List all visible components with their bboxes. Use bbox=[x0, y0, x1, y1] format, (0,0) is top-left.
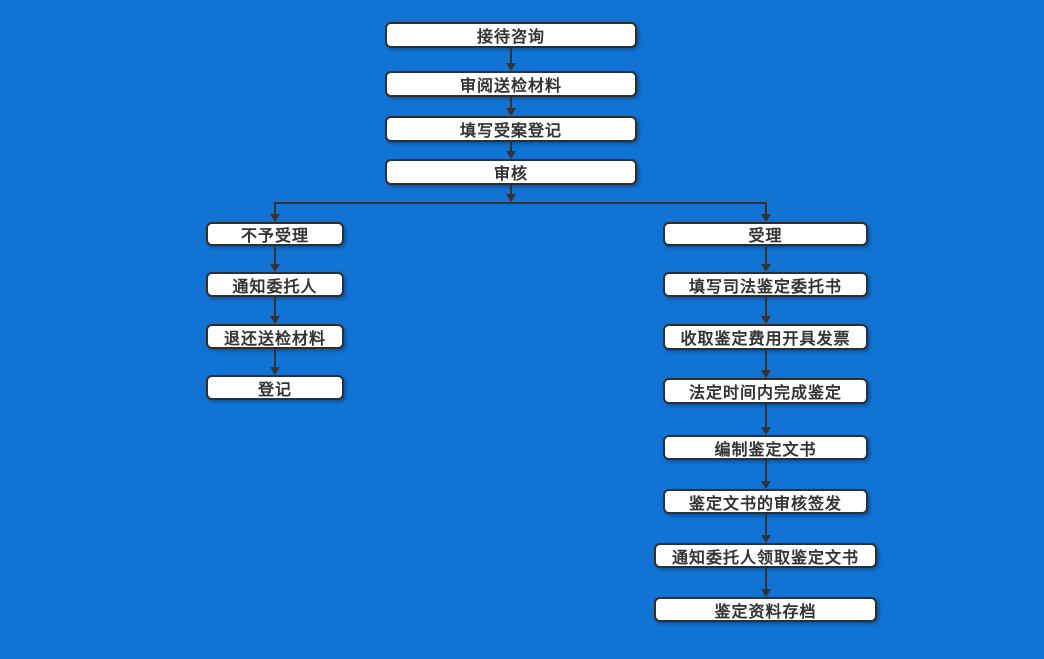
branch-connector-line bbox=[274, 202, 767, 204]
flow-arrow bbox=[269, 246, 281, 272]
node-register: 登记 bbox=[206, 375, 344, 400]
flow-arrow bbox=[505, 142, 517, 159]
flow-arrow bbox=[760, 246, 772, 272]
node-return-materials: 退还送检材料 bbox=[206, 324, 344, 349]
flow-arrow bbox=[505, 97, 517, 116]
node-not-accepted: 不予受理 bbox=[206, 222, 344, 246]
node-complete-within-legal-time: 法定时间内完成鉴定 bbox=[663, 378, 868, 404]
node-prepare-appraisal-documents: 编制鉴定文书 bbox=[663, 435, 868, 460]
flow-arrow bbox=[269, 349, 281, 375]
flow-arrow bbox=[760, 350, 772, 378]
flow-arrow bbox=[760, 514, 772, 543]
flow-arrow bbox=[505, 48, 517, 71]
arrow-head-icon bbox=[761, 370, 771, 378]
node-review-sign-documents: 鉴定文书的审核签发 bbox=[663, 489, 868, 514]
node-fill-case-registration: 填写受案登记 bbox=[385, 116, 637, 142]
flow-arrow bbox=[760, 404, 772, 435]
flow-arrow bbox=[760, 568, 772, 597]
arrow-head-icon bbox=[761, 481, 771, 489]
arrow-head-icon bbox=[506, 63, 516, 71]
node-receive-consultation: 接待咨询 bbox=[385, 22, 637, 48]
arrow-head-icon bbox=[506, 194, 516, 202]
arrow-head-icon bbox=[761, 214, 771, 222]
arrow-head-icon bbox=[270, 264, 280, 272]
flow-arrow bbox=[760, 297, 772, 324]
arrow-head-icon bbox=[761, 264, 771, 272]
node-collect-fees-issue-invoice: 收取鉴定费用开具发票 bbox=[663, 324, 868, 350]
node-review: 审核 bbox=[385, 159, 637, 185]
arrow-head-icon bbox=[270, 214, 280, 222]
flow-arrow bbox=[760, 460, 772, 489]
arrow-head-icon bbox=[506, 108, 516, 116]
flow-arrow bbox=[505, 185, 517, 202]
node-notify-client: 通知委托人 bbox=[206, 272, 344, 297]
arrow-head-icon bbox=[761, 427, 771, 435]
flow-arrow bbox=[269, 203, 281, 222]
flow-arrow bbox=[760, 203, 772, 222]
node-archive-appraisal-materials: 鉴定资料存档 bbox=[654, 597, 877, 622]
flow-arrow bbox=[269, 297, 281, 324]
arrow-head-icon bbox=[270, 316, 280, 324]
node-notify-client-collect-documents: 通知委托人领取鉴定文书 bbox=[654, 543, 877, 568]
node-review-submitted-materials: 审阅送检材料 bbox=[385, 71, 637, 97]
arrow-head-icon bbox=[761, 316, 771, 324]
node-accept: 受理 bbox=[663, 222, 868, 246]
arrow-head-icon bbox=[270, 367, 280, 375]
arrow-head-icon bbox=[761, 589, 771, 597]
arrow-head-icon bbox=[761, 535, 771, 543]
arrow-head-icon bbox=[506, 151, 516, 159]
node-fill-commission-letter: 填写司法鉴定委托书 bbox=[663, 272, 868, 297]
